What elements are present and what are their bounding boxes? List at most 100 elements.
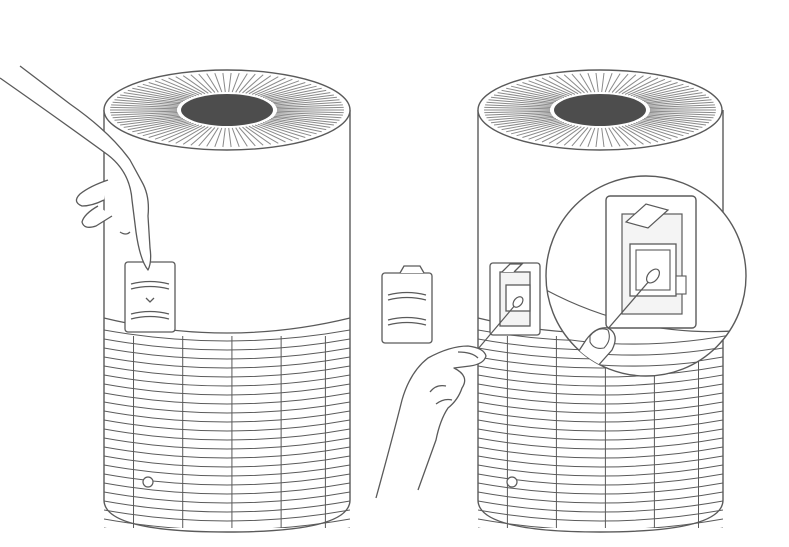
grille-slat [478, 518, 723, 528]
fan-ray [648, 113, 714, 119]
fan-ray [175, 125, 206, 144]
fan-ray [648, 114, 712, 121]
fan-ray [251, 125, 286, 143]
fan-ray [648, 101, 714, 107]
fan-ray [528, 123, 570, 140]
fan-ray [161, 124, 200, 142]
fan-ray [646, 96, 710, 105]
fan-ray [618, 126, 644, 145]
fan-ray [638, 121, 690, 135]
fan-ray [501, 119, 558, 131]
fan-ray [522, 82, 567, 98]
fan-ray [638, 85, 690, 99]
fan-ray [649, 110, 716, 114]
fan-ray [182, 75, 209, 94]
fan-ray [488, 99, 552, 106]
grille-slat [478, 401, 723, 414]
fan-ray [190, 74, 212, 94]
fan-ray [571, 127, 589, 147]
fan-ray [541, 125, 576, 143]
fan-ray [534, 78, 573, 96]
fan-ray [648, 99, 712, 106]
fan-ray [111, 112, 178, 116]
fan-ray [608, 73, 621, 93]
fan-ray [275, 114, 340, 121]
grille-slat [478, 383, 723, 396]
fan-ray [522, 122, 567, 138]
fan-ray [222, 127, 226, 148]
fan-ray [618, 75, 644, 94]
fan-ray [534, 124, 573, 142]
fan-ray [645, 94, 707, 104]
fan-ray [265, 85, 317, 99]
fan-ray [168, 125, 203, 143]
fan-hole-left [181, 94, 273, 126]
fan-ray [490, 115, 554, 124]
fan-ray [633, 82, 678, 98]
fan-ray [137, 85, 189, 99]
fan-ray [646, 115, 710, 124]
fan-ray [490, 96, 554, 105]
fan-ray [587, 73, 596, 93]
grille-slat [104, 491, 350, 504]
fan-ray [127, 89, 185, 101]
power-button-right-icon [506, 476, 518, 488]
fan-ray [497, 92, 556, 102]
fan-ray [272, 116, 334, 126]
grille-slat [104, 509, 350, 522]
fan-ray [640, 87, 694, 100]
fan-ray [644, 92, 703, 102]
fan-ray [148, 82, 194, 98]
fan-ray [624, 125, 659, 143]
fan-ray [273, 115, 337, 124]
fan-ray [111, 104, 178, 108]
fan-ray [587, 127, 596, 147]
fan-ray [486, 113, 552, 119]
fan-ray [273, 96, 337, 105]
fan-ray [190, 126, 212, 146]
fan-ray [484, 106, 551, 110]
fan-ray [275, 113, 342, 119]
grille-slat [104, 455, 350, 468]
grille-slat [478, 446, 723, 459]
cotton-swab-icon [471, 296, 524, 357]
step-2-panel [375, 69, 747, 533]
grille-slat [104, 419, 350, 432]
grille-slat [104, 410, 350, 423]
fan-ray [595, 127, 599, 148]
fan-ray [214, 73, 223, 93]
power-button-icon [142, 476, 154, 488]
grille-slat [104, 473, 350, 486]
fan-ray [276, 104, 343, 108]
fan-ray [254, 124, 293, 142]
fan-ray [117, 96, 181, 105]
fan-ray [267, 87, 322, 100]
fan-ray [630, 123, 672, 140]
fan-ray [257, 80, 300, 97]
fan-ray [222, 72, 226, 93]
fan-ray [120, 116, 182, 126]
fan-ray [257, 123, 300, 140]
fan-ray [615, 126, 637, 146]
fan-grille-right [484, 72, 716, 148]
step-1-panel [0, 65, 351, 533]
fan-ray [182, 126, 209, 145]
fan-ray [123, 92, 183, 102]
grille-slat [104, 437, 350, 450]
fan-ray [624, 77, 659, 95]
grille-slat [478, 365, 723, 378]
fan-ray [275, 99, 340, 106]
fan-ray [251, 77, 286, 95]
fan-ray [488, 114, 552, 121]
fan-ray [621, 76, 652, 95]
fan-ray [271, 118, 331, 128]
fan-ray [276, 112, 343, 116]
grille-slat [104, 347, 350, 360]
fan-ray [627, 124, 666, 142]
fan-ray [548, 125, 579, 144]
fan-ray [510, 85, 562, 99]
fan-ray [556, 126, 582, 145]
fan-ray [493, 116, 555, 126]
fan-ray [245, 75, 272, 94]
grille-slat [104, 428, 350, 441]
